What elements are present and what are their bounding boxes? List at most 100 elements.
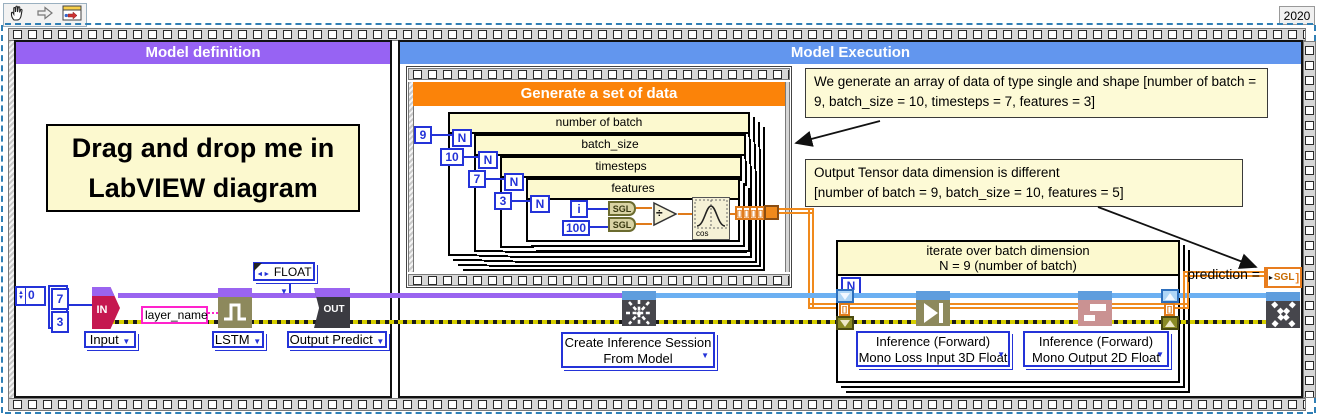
session-wire-band bbox=[622, 291, 656, 300]
inference-forward-input-node[interactable] bbox=[916, 291, 950, 326]
create-session-selector-line1: Create Inference Session bbox=[564, 335, 712, 350]
iterate-loop-header-line1: iterate over batch dimension bbox=[926, 243, 1090, 258]
loop-count-terminal-3[interactable]: N bbox=[504, 173, 524, 191]
input-selector-dropdown[interactable]: Input ▼ bbox=[84, 331, 136, 348]
model-output-node[interactable]: OUT bbox=[314, 288, 350, 328]
wire-count-2 bbox=[462, 156, 480, 158]
inference-output-selector-dropdown[interactable]: Inference (Forward) Mono Output 2D Float… bbox=[1023, 331, 1169, 367]
to-sgl-cast-bottom[interactable]: SGL bbox=[608, 217, 636, 232]
iterate-loop-header: iterate over batch dimension N = 9 (numb… bbox=[838, 242, 1178, 276]
float-type-ring[interactable]: ◄► FLOAT ▼ bbox=[253, 262, 315, 296]
loop-count-terminal-2[interactable]: N bbox=[478, 151, 498, 169]
lstm-selector-dropdown[interactable]: LSTM ▼ bbox=[212, 331, 264, 348]
inference-forward-output-node[interactable] bbox=[1078, 291, 1112, 326]
output-bars-icon bbox=[1078, 304, 1112, 326]
generate-frame-border-left bbox=[408, 82, 414, 272]
generate-frame-border-top bbox=[408, 68, 790, 80]
lstm-pulse-icon bbox=[218, 303, 252, 328]
generate-frame-output-tunnel bbox=[764, 205, 779, 220]
create-session-selector-dropdown[interactable]: Create Inference Session From Model ▼ bbox=[561, 332, 715, 368]
forward-arrow-tool-button[interactable] bbox=[35, 5, 56, 25]
generate-frame-border-bottom bbox=[408, 274, 790, 286]
spin-down-icon: ▼ bbox=[18, 295, 24, 301]
wire-sgl-bottom-out bbox=[636, 223, 652, 225]
array-element-0[interactable]: 7 bbox=[51, 288, 69, 310]
tunnel-down-arrow bbox=[840, 292, 850, 300]
pan-hand-tool-button[interactable] bbox=[8, 5, 29, 25]
dropdown-caret-icon: ▼ bbox=[122, 337, 131, 346]
wire-float-to-out bbox=[289, 281, 291, 293]
loop-count-terminal-4[interactable]: N bbox=[530, 195, 550, 213]
out-node-glyph: OUT bbox=[323, 304, 345, 315]
array-index-box[interactable]: ▲▼ 0 bbox=[15, 286, 46, 306]
wire-count-4 bbox=[510, 200, 532, 202]
string-wire-pink bbox=[208, 312, 218, 314]
session-wire-band bbox=[1266, 292, 1300, 301]
session-burst-icon bbox=[622, 300, 656, 326]
session-wire-blue bbox=[640, 293, 1270, 298]
shape-array-constant[interactable]: 7 3 bbox=[48, 285, 69, 333]
inference-input-selector-dropdown[interactable]: Inference (Forward) Mono Loss Input 3D F… bbox=[856, 331, 1010, 367]
array-element-1[interactable]: 3 bbox=[51, 311, 69, 333]
index-spinner[interactable]: ▲▼ bbox=[17, 288, 26, 304]
loop-tunnel-array-in: [] bbox=[839, 303, 850, 316]
model-wire-purple bbox=[118, 293, 640, 298]
type-marker-triangle bbox=[254, 263, 262, 271]
constant-100[interactable]: 100 bbox=[562, 220, 590, 236]
while-loop-border-right bbox=[1303, 41, 1316, 398]
loop-tunnel-array-out: [] bbox=[1164, 303, 1175, 316]
prediction-array-indicator[interactable]: ▸ SGL ] bbox=[1264, 267, 1302, 288]
input-selector-label: Input bbox=[89, 332, 119, 347]
loop-label-timesteps: timesteps bbox=[502, 158, 740, 178]
tunnel-down-arrow bbox=[840, 319, 850, 327]
prediction-wire-h bbox=[1183, 271, 1264, 277]
comment-output-shape-line2: [number of batch = 9, batch_size = 10, f… bbox=[814, 184, 1124, 200]
to-sgl-cast-top[interactable]: SGL bbox=[608, 201, 636, 216]
array-bracket-close: ] bbox=[1295, 271, 1300, 284]
selection-marquee-left bbox=[1, 25, 3, 413]
lstm-layer-node[interactable] bbox=[218, 288, 252, 328]
close-x-icon bbox=[1266, 301, 1300, 328]
dropdown-caret-icon: ▼ bbox=[280, 287, 288, 296]
loop-label-number-of-batch: number of batch bbox=[450, 114, 748, 134]
output-predict-selector-dropdown[interactable]: Output Predict ▼ bbox=[287, 331, 387, 348]
generate-data-title: Generate a set of data bbox=[413, 82, 785, 106]
cosine-node[interactable]: cos bbox=[692, 197, 730, 240]
layer-name-string-constant[interactable]: layer_name bbox=[141, 306, 208, 324]
constant-number-of-batch[interactable]: 9 bbox=[414, 126, 432, 144]
model-definition-header: Model definition bbox=[16, 42, 390, 64]
lstm-selector-label: LSTM bbox=[214, 332, 250, 347]
tunnel-up-arrow bbox=[1165, 292, 1175, 300]
inference-input-selector-line1: Inference (Forward) bbox=[875, 334, 991, 349]
data-array-wire-inside-loop bbox=[850, 303, 1166, 309]
while-loop-border-bottom bbox=[8, 398, 1306, 411]
release-session-node[interactable] bbox=[1266, 292, 1300, 328]
loop-tunnel-error-out bbox=[1161, 316, 1179, 330]
loop-tunnel-session-out bbox=[1161, 289, 1179, 303]
constant-batch-size[interactable]: 10 bbox=[440, 148, 464, 166]
data-array-wire-h2 bbox=[808, 303, 842, 309]
model-wire-band bbox=[92, 287, 120, 296]
wire-divide-to-cos bbox=[678, 213, 692, 215]
array-element-arrow-icon: ▸ bbox=[1268, 273, 1273, 282]
data-array-wire-h1 bbox=[779, 208, 814, 214]
comment-generate-shape: We generate an array of data of type sin… bbox=[805, 68, 1268, 118]
constant-timesteps[interactable]: 7 bbox=[468, 170, 486, 188]
divide-node[interactable]: ÷ bbox=[652, 201, 678, 227]
prediction-label: prediction = bbox=[1187, 266, 1260, 282]
dropdown-caret-icon: ▼ bbox=[997, 350, 1005, 359]
array-index-value[interactable]: 0 bbox=[27, 288, 35, 302]
wire-array-to-in bbox=[68, 304, 92, 306]
prediction-wire-v bbox=[1183, 271, 1189, 309]
comment-output-shape-line1: Output Tensor data dimension is differen… bbox=[814, 165, 1060, 180]
loop-count-terminal-1[interactable]: N bbox=[452, 129, 472, 147]
vi-snippet-button[interactable] bbox=[61, 5, 82, 25]
create-inference-session-node[interactable] bbox=[622, 291, 656, 326]
prediction-indicator-type: SGL bbox=[1273, 272, 1295, 283]
in-node-glyph: IN bbox=[96, 304, 108, 316]
loop-tunnel-session-in bbox=[836, 289, 854, 303]
iteration-terminal-i[interactable]: i bbox=[570, 200, 588, 218]
drag-drop-note-line2: LabVIEW diagram bbox=[88, 173, 318, 203]
constant-features[interactable]: 3 bbox=[494, 192, 512, 210]
dropdown-caret-icon: ▼ bbox=[376, 337, 385, 346]
